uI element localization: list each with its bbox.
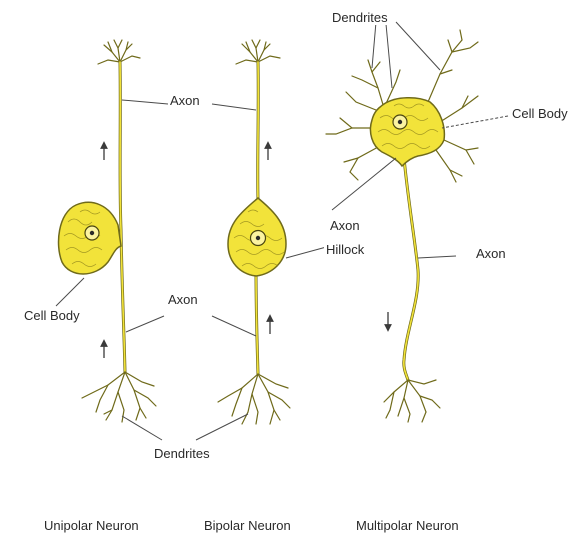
caption-bipolar: Bipolar Neuron (204, 518, 291, 533)
label-cell-body-right: Cell Body (510, 106, 570, 121)
label-axon-hillock-line1: Axon (328, 218, 362, 233)
unipolar-cell-body (59, 202, 121, 274)
bipolar-cell-body (228, 198, 286, 276)
label-axon-hillock-line2: Hillock (324, 242, 366, 257)
multipolar-axon-terminals (384, 380, 440, 422)
label-axon-multipolar: Axon (474, 246, 508, 261)
caption-multipolar: Multipolar Neuron (356, 518, 459, 533)
label-axon-bipolar: Axon (166, 292, 200, 307)
bipolar-top-dendrites (236, 40, 280, 64)
label-axon-unipolar: Axon (168, 93, 202, 108)
label-dendrites-bottom: Dendrites (152, 446, 212, 461)
bipolar-bottom-dendrites (218, 374, 290, 424)
multipolar-cell-body (370, 98, 444, 166)
caption-unipolar: Unipolar Neuron (44, 518, 139, 533)
label-cell-body-left: Cell Body (22, 308, 82, 323)
unipolar-bottom-dendrites (82, 372, 156, 422)
unipolar-top-dendrites (98, 40, 140, 64)
label-dendrites-top: Dendrites (330, 10, 390, 25)
